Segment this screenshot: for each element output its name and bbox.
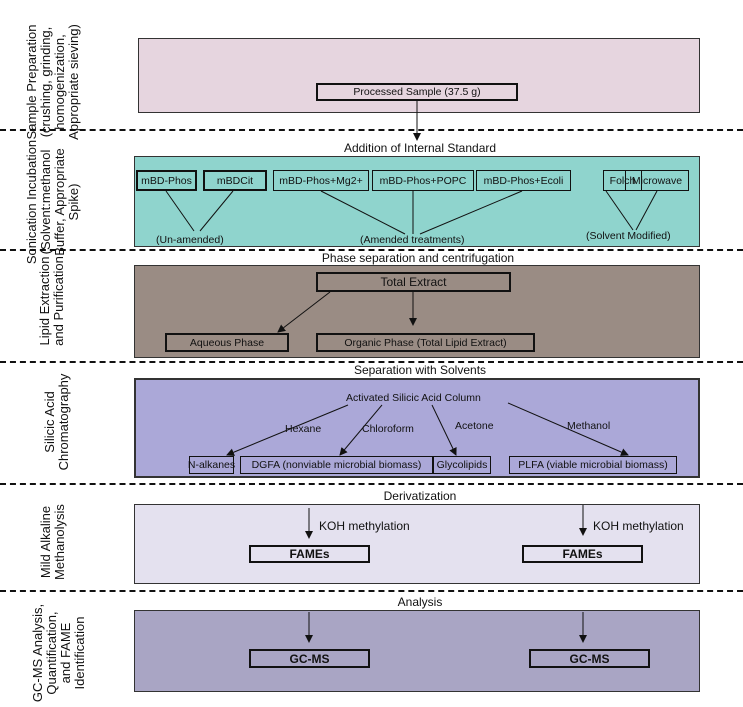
total-extract-box: Total Extract: [316, 272, 511, 292]
divider-3: [0, 361, 743, 363]
divider-2: [0, 249, 743, 251]
box-mbd-phos: mBD-Phos: [136, 170, 197, 191]
box-mbd-phos-mg: mBD-Phos+Mg2+: [273, 170, 369, 191]
divider-4: [0, 483, 743, 485]
box-mbd-phos-ecoli: mBD-Phos+Ecoli: [476, 170, 571, 191]
box-microwave: Microwave: [625, 170, 689, 191]
silicic-column-label: Activated Silicic Acid Column: [346, 392, 481, 404]
koh-methylation-left: KOH methylation: [319, 519, 410, 533]
koh-methylation-right: KOH methylation: [593, 519, 684, 533]
aqueous-phase-box: Aqueous Phase: [165, 333, 289, 352]
processed-sample-box: Processed Sample (37.5 g): [316, 83, 518, 101]
fames-box-left: FAMEs: [249, 545, 370, 563]
box-n-alkanes: N-alkanes: [188, 456, 235, 474]
solvent-chloroform: Chloroform: [362, 423, 414, 435]
stage2-side-label: Sonication Incubation (Solvent:methanol …: [24, 139, 81, 265]
stage2-header: Addition of Internal Standard: [343, 141, 497, 155]
organic-phase-box: Organic Phase (Total Lipid Extract): [316, 333, 535, 352]
stage3-side-label: Lipid Extraction and Purification: [37, 256, 66, 346]
fames-box-right: FAMEs: [522, 545, 643, 563]
box-glycolipids: Glycolipids: [433, 456, 491, 474]
group-amended: (Amended treatments): [360, 234, 465, 246]
stage6-header: Analysis: [397, 595, 443, 609]
solvent-methanol: Methanol: [567, 420, 611, 432]
stage4-side-label: Silicic Acid Chromatography: [42, 373, 71, 471]
stage6-side-label: GC-MS Analysis, Quantification, and FAME…: [30, 603, 87, 703]
divider-5: [0, 590, 743, 592]
stage5-side-label: Mild Alkaline Methanolysis: [38, 504, 67, 580]
stage5-panel: [134, 504, 700, 584]
box-dgfa: DGFA (nonviable microbial biomass): [240, 456, 433, 474]
group-unamended: (Un-amended): [156, 234, 224, 246]
solvent-hexane: Hexane: [285, 423, 322, 435]
stage6-panel: [134, 610, 700, 692]
box-mbdcit: mBDCit: [203, 170, 267, 191]
gc-ms-box-right: GC-MS: [529, 649, 650, 668]
stage3-panel: [134, 265, 700, 358]
box-plfa: PLFA (viable microbial biomass): [509, 456, 677, 474]
stage4-header: Separation with Solvents: [353, 363, 487, 377]
box-mbd-phos-popc: mBD-Phos+POPC: [372, 170, 474, 191]
stage1-panel: [138, 38, 700, 113]
divider-1: [0, 129, 743, 131]
box-folch: Folch: [603, 170, 642, 191]
solvent-acetone: Acetone: [455, 420, 494, 432]
stage3-header: Phase separation and centrifugation: [321, 251, 515, 265]
stage1-side-label: Sample Preparation (crushing, grinding, …: [24, 24, 81, 140]
stage5-header: Derivatization: [383, 489, 457, 503]
gc-ms-box-left: GC-MS: [249, 649, 370, 668]
group-solvent-modified: (Solvent Modified): [586, 230, 671, 242]
